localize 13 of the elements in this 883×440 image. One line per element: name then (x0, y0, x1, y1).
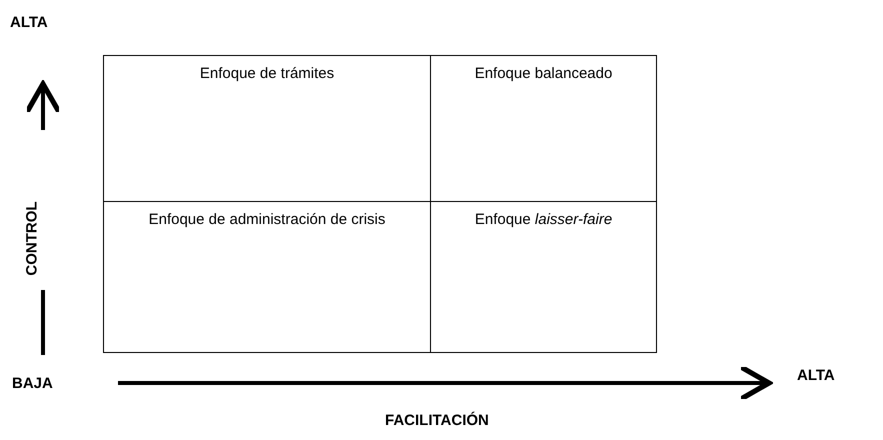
axis-label: ALTA (797, 367, 835, 384)
axis-label: ALTA (10, 14, 48, 31)
axis-title: CONTROL (24, 201, 41, 276)
matrix-quadrant (430, 201, 657, 353)
axis-title: FACILITACIÓN (385, 412, 489, 429)
matrix-quadrant (103, 201, 431, 353)
matrix-quadrant (103, 55, 431, 202)
matrix-quadrant (430, 55, 657, 202)
axis-label: BAJA (12, 375, 53, 392)
quadrant-title: Enfoque de trámites (198, 64, 336, 84)
quadrant-title: Enfoque laisser-faire (474, 210, 614, 230)
quadrant-title: Enfoque de administración de crisis (148, 210, 386, 230)
quadrant-title: Enfoque balanceado (474, 64, 614, 84)
